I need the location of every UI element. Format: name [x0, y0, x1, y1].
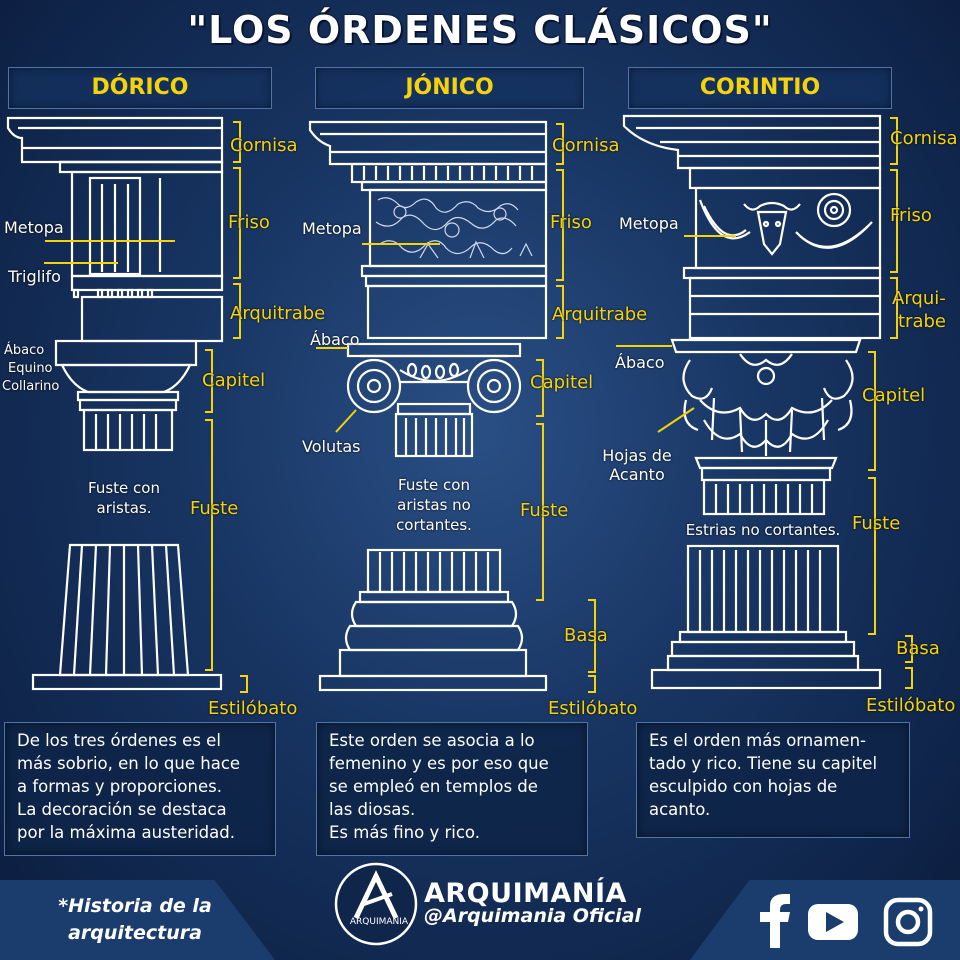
- ionic-volute-right: [466, 358, 522, 414]
- corinthian-label-hojas-line: Hojas de: [602, 446, 672, 465]
- doric-desc-line: a formas y proporciones.: [17, 777, 222, 796]
- doric-column: [6, 116, 248, 693]
- ionic-label-cornisa: Cornisa: [552, 135, 620, 156]
- corinthian-description: Es el orden más ornamen- tado y rico. Ti…: [636, 722, 910, 838]
- corinthian-desc-line: tado y rico. Tiene su capitel: [649, 754, 878, 773]
- ionic-label-basa: Basa: [564, 625, 608, 646]
- ionic-dentils: [362, 166, 534, 180]
- doric-label-abaco: Ábaco: [4, 343, 45, 358]
- corinthian-column: [616, 114, 913, 690]
- ionic-note-line: Fuste con: [398, 476, 470, 494]
- corinthian-label-estilobato: Estilóbato: [866, 695, 956, 716]
- header-ionic: JÓNICO: [315, 67, 584, 109]
- ionic-desc-line: se empleó en templos de: [329, 777, 538, 796]
- corinthian-rosette: [816, 192, 852, 228]
- ionic-egg-dart: [406, 362, 460, 380]
- ionic-label-metopa: Metopa: [302, 219, 362, 238]
- arquimania-logo: [334, 862, 418, 946]
- corinthian-label-capitel: Capitel: [862, 385, 926, 406]
- header-doric-label: DÓRICO: [91, 75, 189, 100]
- ionic-column: [308, 120, 596, 693]
- doric-label-capitel: Capitel: [202, 370, 266, 391]
- doric-label-arquitrabe: Arquitrabe: [230, 303, 326, 324]
- brand-handle[interactable]: @Arquimania Oficial: [424, 905, 642, 927]
- corinthian-note-line: Estrias no cortantes.: [685, 521, 841, 539]
- doric-description: De los tres órdenes es el más sobrio, en…: [4, 722, 276, 856]
- ionic-label-fuste: Fuste: [520, 500, 569, 521]
- corinthian-label-fuste: Fuste: [852, 513, 901, 534]
- corinthian-desc-line: acanto.: [649, 800, 711, 819]
- doric-shaft-note: Fuste con aristas.: [60, 478, 188, 518]
- corinthian-bucranium: [743, 201, 801, 256]
- corinthian-label-hojas-line: Acanto: [609, 465, 665, 484]
- page-title: "LOS ÓRDENES CLÁSICOS": [187, 8, 773, 52]
- ionic-volute-left: [346, 358, 402, 414]
- ionic-label-abaco: Ábaco: [310, 330, 360, 349]
- doric-desc-line: La decoración se destaca: [17, 800, 227, 819]
- ionic-relief: [375, 197, 533, 259]
- corinthian-label-basa: Basa: [896, 638, 940, 659]
- ionic-label-volutas: Volutas: [302, 437, 361, 456]
- corinthian-label-arquitrabe-1: Arqui-: [892, 288, 946, 309]
- header-corinthian-label: CORINTIO: [699, 75, 821, 100]
- corinthian-label-arquitrabe-2: trabe: [898, 311, 946, 332]
- footer-note-line: *Historia de la: [58, 895, 212, 917]
- corinthian-label-metopa: Metopa: [619, 214, 679, 233]
- ionic-note-line: cortantes.: [396, 516, 472, 534]
- brand-name: ARQUIMANÍA: [424, 878, 627, 909]
- header-corinthian: CORINTIO: [628, 67, 892, 109]
- corinthian-label-hojas: Hojas de Acanto: [602, 446, 672, 484]
- doric-label-metopa: Metopa: [4, 218, 64, 237]
- ionic-desc-line: femenino y es por eso que: [329, 754, 549, 773]
- ionic-label-friso: Friso: [550, 212, 592, 233]
- logo-text: ARQUIMANIA: [349, 917, 409, 927]
- ionic-note-line: aristas no: [397, 496, 471, 514]
- corinthian-label-cornisa: Cornisa: [890, 128, 958, 149]
- doric-label-collarino: Collarino: [2, 379, 60, 394]
- doric-label-fuste: Fuste: [190, 498, 239, 519]
- ionic-label-estilobato: Estilóbato: [548, 698, 638, 719]
- doric-desc-line: De los tres órdenes es el: [17, 731, 221, 750]
- ionic-desc-line: Este orden se asocia a lo: [329, 731, 535, 750]
- header-doric: DÓRICO: [8, 67, 272, 109]
- corinthian-shaft-note: Estrias no cortantes.: [672, 520, 854, 540]
- doric-label-cornisa: Cornisa: [230, 135, 298, 156]
- doric-label-triglifo: Triglifo: [8, 267, 61, 286]
- ionic-desc-line: Es más fino y rico.: [329, 823, 480, 842]
- corinthian-desc-line: esculpido con hojas de: [649, 777, 838, 796]
- doric-desc-line: más sobrio, en lo que hace: [17, 754, 241, 773]
- ionic-description: Este orden se asocia a lo femenino y es …: [316, 722, 588, 856]
- ionic-label-arquitrabe: Arquitrabe: [552, 304, 648, 325]
- ionic-label-capitel: Capitel: [530, 372, 594, 393]
- header-ionic-label: JÓNICO: [405, 75, 494, 100]
- doric-label-equino: Equino: [8, 361, 53, 376]
- footer-note-line: arquitectura: [68, 922, 202, 944]
- doric-note-line: aristas.: [96, 499, 152, 517]
- corinthian-label-abaco: Ábaco: [615, 353, 665, 372]
- corinthian-label-friso: Friso: [890, 205, 932, 226]
- corinthian-desc-line: Es el orden más ornamen-: [649, 731, 866, 750]
- doric-label-estilobato: Estilóbato: [208, 698, 298, 719]
- corinthian-acanthus: [682, 353, 854, 456]
- doric-label-friso: Friso: [228, 212, 270, 233]
- footer-note: *Historia de la arquitectura: [20, 893, 250, 947]
- ionic-desc-line: las diosas.: [329, 800, 416, 819]
- ionic-shaft-note: Fuste con aristas no cortantes.: [372, 475, 496, 535]
- doric-desc-line: por la máxima austeridad.: [17, 823, 235, 842]
- doric-note-line: Fuste con: [88, 479, 160, 497]
